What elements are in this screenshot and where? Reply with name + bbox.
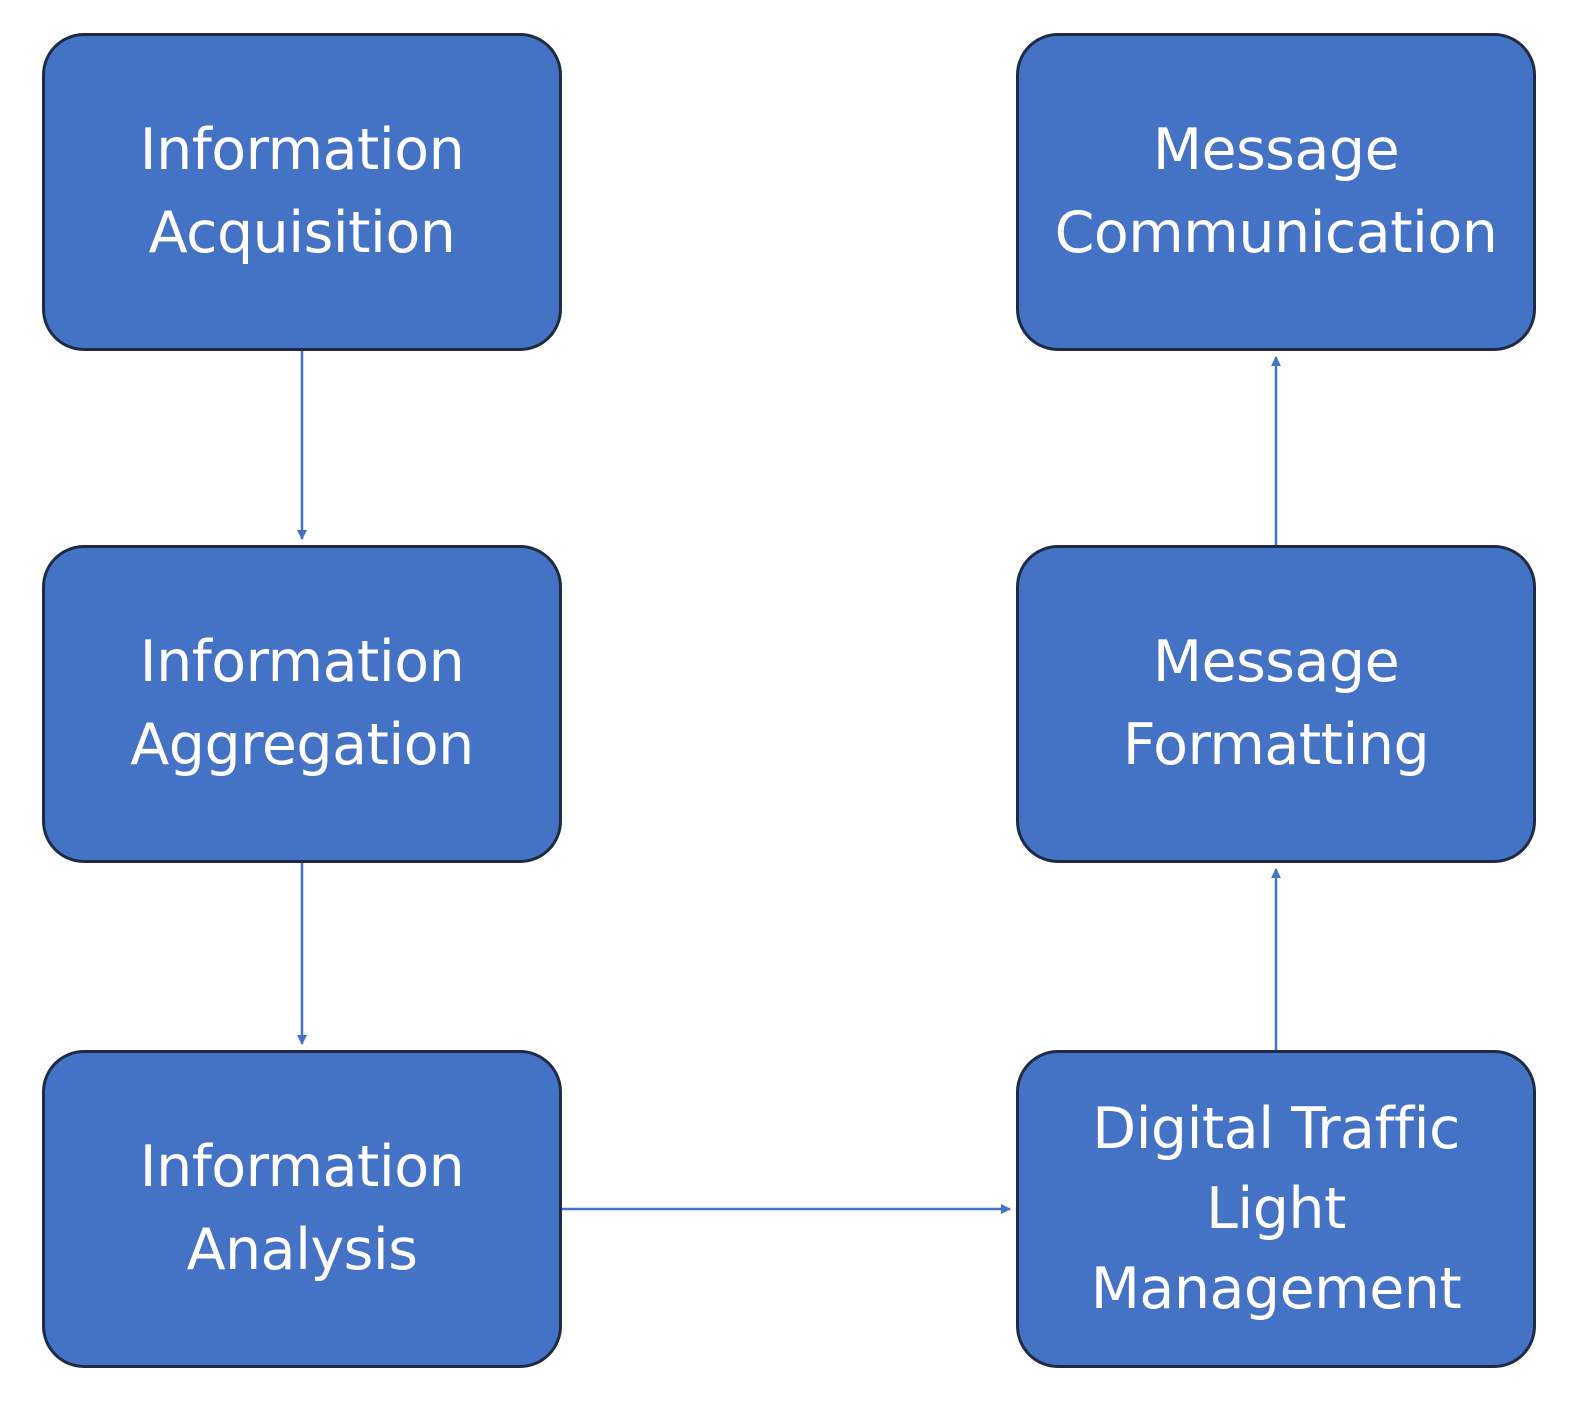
information-analysis-label: Information Analysis [139,1134,465,1283]
digital-traffic-light-management-box: Digital Traffic Light Management [1016,1050,1536,1368]
information-acquisition-label: Information Acquisition [139,117,465,266]
message-formatting-label: Message Formatting [1122,629,1430,778]
digital-traffic-light-management-label: Digital Traffic Light Management [1090,1096,1462,1322]
message-communication-box: Message Communication [1016,33,1536,351]
message-formatting-box: Message Formatting [1016,545,1536,863]
information-aggregation-label: Information Aggregation [130,629,474,778]
information-analysis-box: Information Analysis [42,1050,562,1368]
information-aggregation-box: Information Aggregation [42,545,562,863]
message-communication-label: Message Communication [1054,117,1498,266]
information-acquisition-box: Information Acquisition [42,33,562,351]
